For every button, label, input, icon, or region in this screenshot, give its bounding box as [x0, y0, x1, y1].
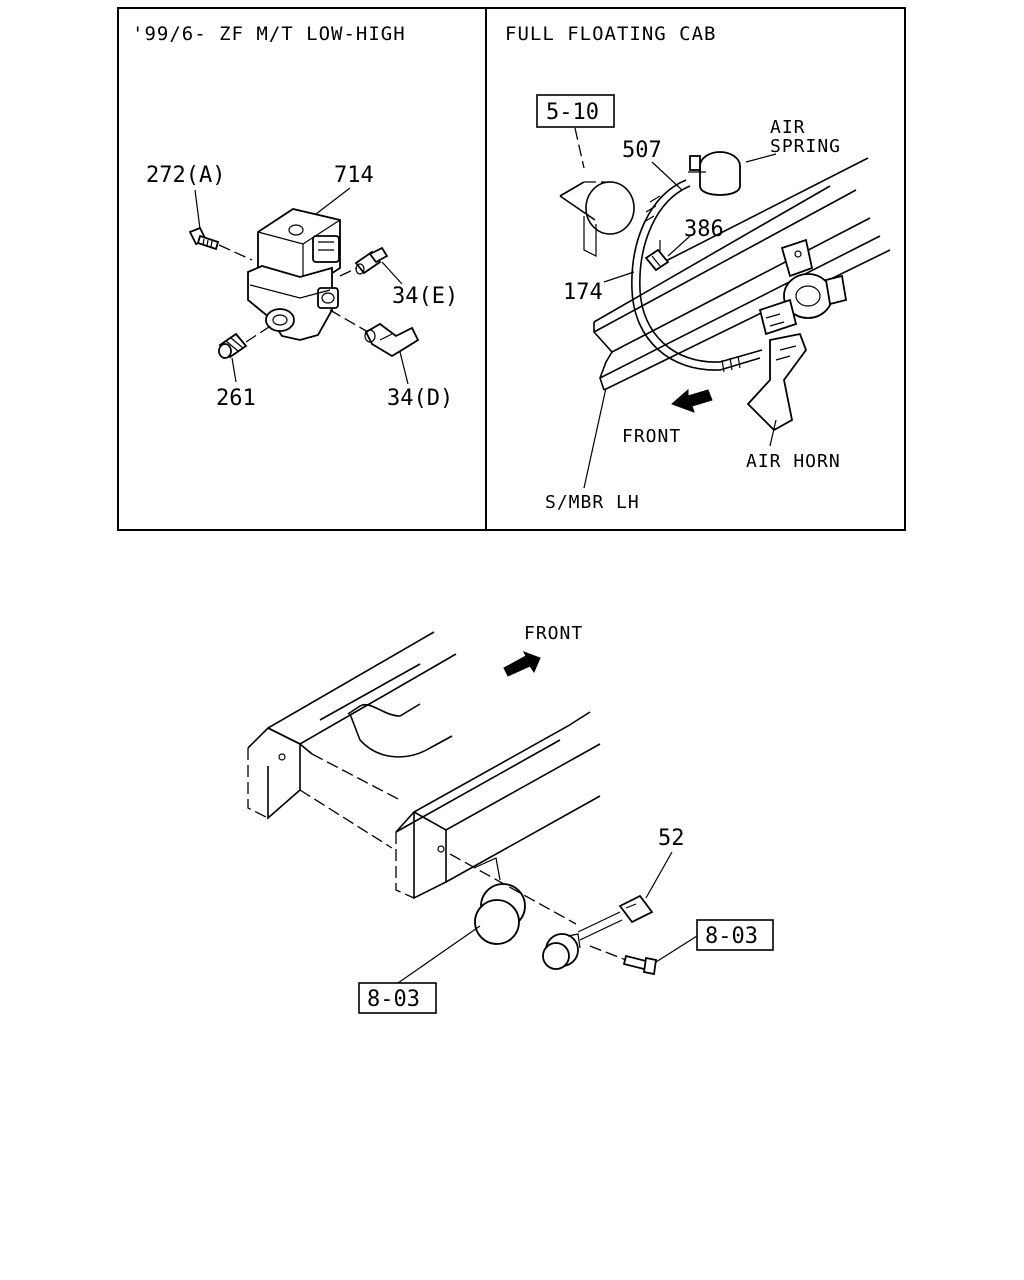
ref-box-8-03-lamp-label: 8-03	[367, 987, 420, 1012]
part-number-174: 174	[563, 280, 603, 305]
leader-34d	[399, 351, 409, 385]
valve-714[interactable]	[247, 208, 341, 341]
rear-frame	[247, 631, 601, 900]
cross-member	[559, 181, 635, 257]
right-panel-header: FULL FLOATING CAB	[505, 23, 716, 45]
leader-ref-lamp	[397, 925, 481, 984]
part-number-52: 52	[658, 826, 685, 851]
leader-air-spring	[745, 153, 777, 163]
air-line-174[interactable]	[631, 179, 763, 373]
side-member-label: S/MBR LH	[545, 492, 640, 513]
bolt-lower-axis	[589, 945, 627, 961]
front-arrow-icon	[671, 388, 713, 413]
air-spring-label-2: SPRING	[770, 136, 841, 157]
bolt-axis	[218, 244, 253, 261]
leader-261	[231, 357, 237, 383]
ref-box-5-10[interactable]	[536, 94, 615, 128]
leader-ref-bolt	[655, 935, 698, 963]
part-number-714: 714	[334, 163, 374, 188]
ref-box-8-03-bolt-label: 8-03	[705, 924, 758, 949]
top-frame	[117, 7, 906, 531]
bolt-lower[interactable]	[622, 954, 658, 976]
fitting-34e[interactable]	[354, 246, 389, 275]
front-label-right: FRONT	[622, 426, 681, 447]
ref-box-5-10-label: 5-10	[546, 100, 599, 125]
lamp-axis	[449, 853, 577, 925]
clip-386[interactable]	[644, 248, 670, 272]
left-panel-header: '99/6- ZF M/T LOW-HIGH	[132, 23, 406, 45]
plug-261[interactable]	[218, 332, 248, 359]
leader-714	[315, 187, 351, 215]
lamp-housing[interactable]	[473, 857, 526, 945]
front-label-lower: FRONT	[524, 623, 583, 644]
air-spring[interactable]	[688, 151, 741, 196]
leader-507	[651, 161, 683, 191]
leader-air-horn	[769, 419, 777, 447]
air-horn-label: AIR HORN	[746, 451, 841, 472]
air-spring-label-1: AIR	[770, 117, 806, 138]
part-number-34e: 34(E)	[392, 284, 458, 309]
part-number-272a: 272(A)	[146, 163, 225, 188]
lamp-bulb[interactable]	[542, 933, 581, 970]
leader-386	[667, 235, 691, 257]
part-number-34d: 34(D)	[387, 386, 453, 411]
front-arrow-lower-icon	[503, 651, 541, 677]
leader-side-member	[583, 387, 607, 489]
part-number-386: 386	[684, 217, 724, 242]
leader-174	[603, 271, 635, 283]
leader-272a	[194, 189, 201, 230]
connector-52[interactable]	[577, 894, 654, 941]
part-number-261: 261	[216, 386, 256, 411]
fitting-e-axis	[339, 267, 358, 277]
bolt-272a[interactable]	[188, 226, 220, 251]
ref-box-8-03-lamp[interactable]	[358, 982, 437, 1014]
elbow-34d[interactable]	[364, 322, 420, 358]
leader-52	[645, 851, 673, 899]
leader-34e	[381, 261, 403, 285]
part-number-507: 507	[622, 138, 662, 163]
ref-box-8-03-bolt[interactable]	[696, 919, 774, 951]
plug-axis	[245, 324, 273, 343]
air-horn[interactable]	[746, 238, 848, 432]
ref-leader-5-10	[574, 127, 585, 169]
elbow-axis	[329, 309, 369, 333]
